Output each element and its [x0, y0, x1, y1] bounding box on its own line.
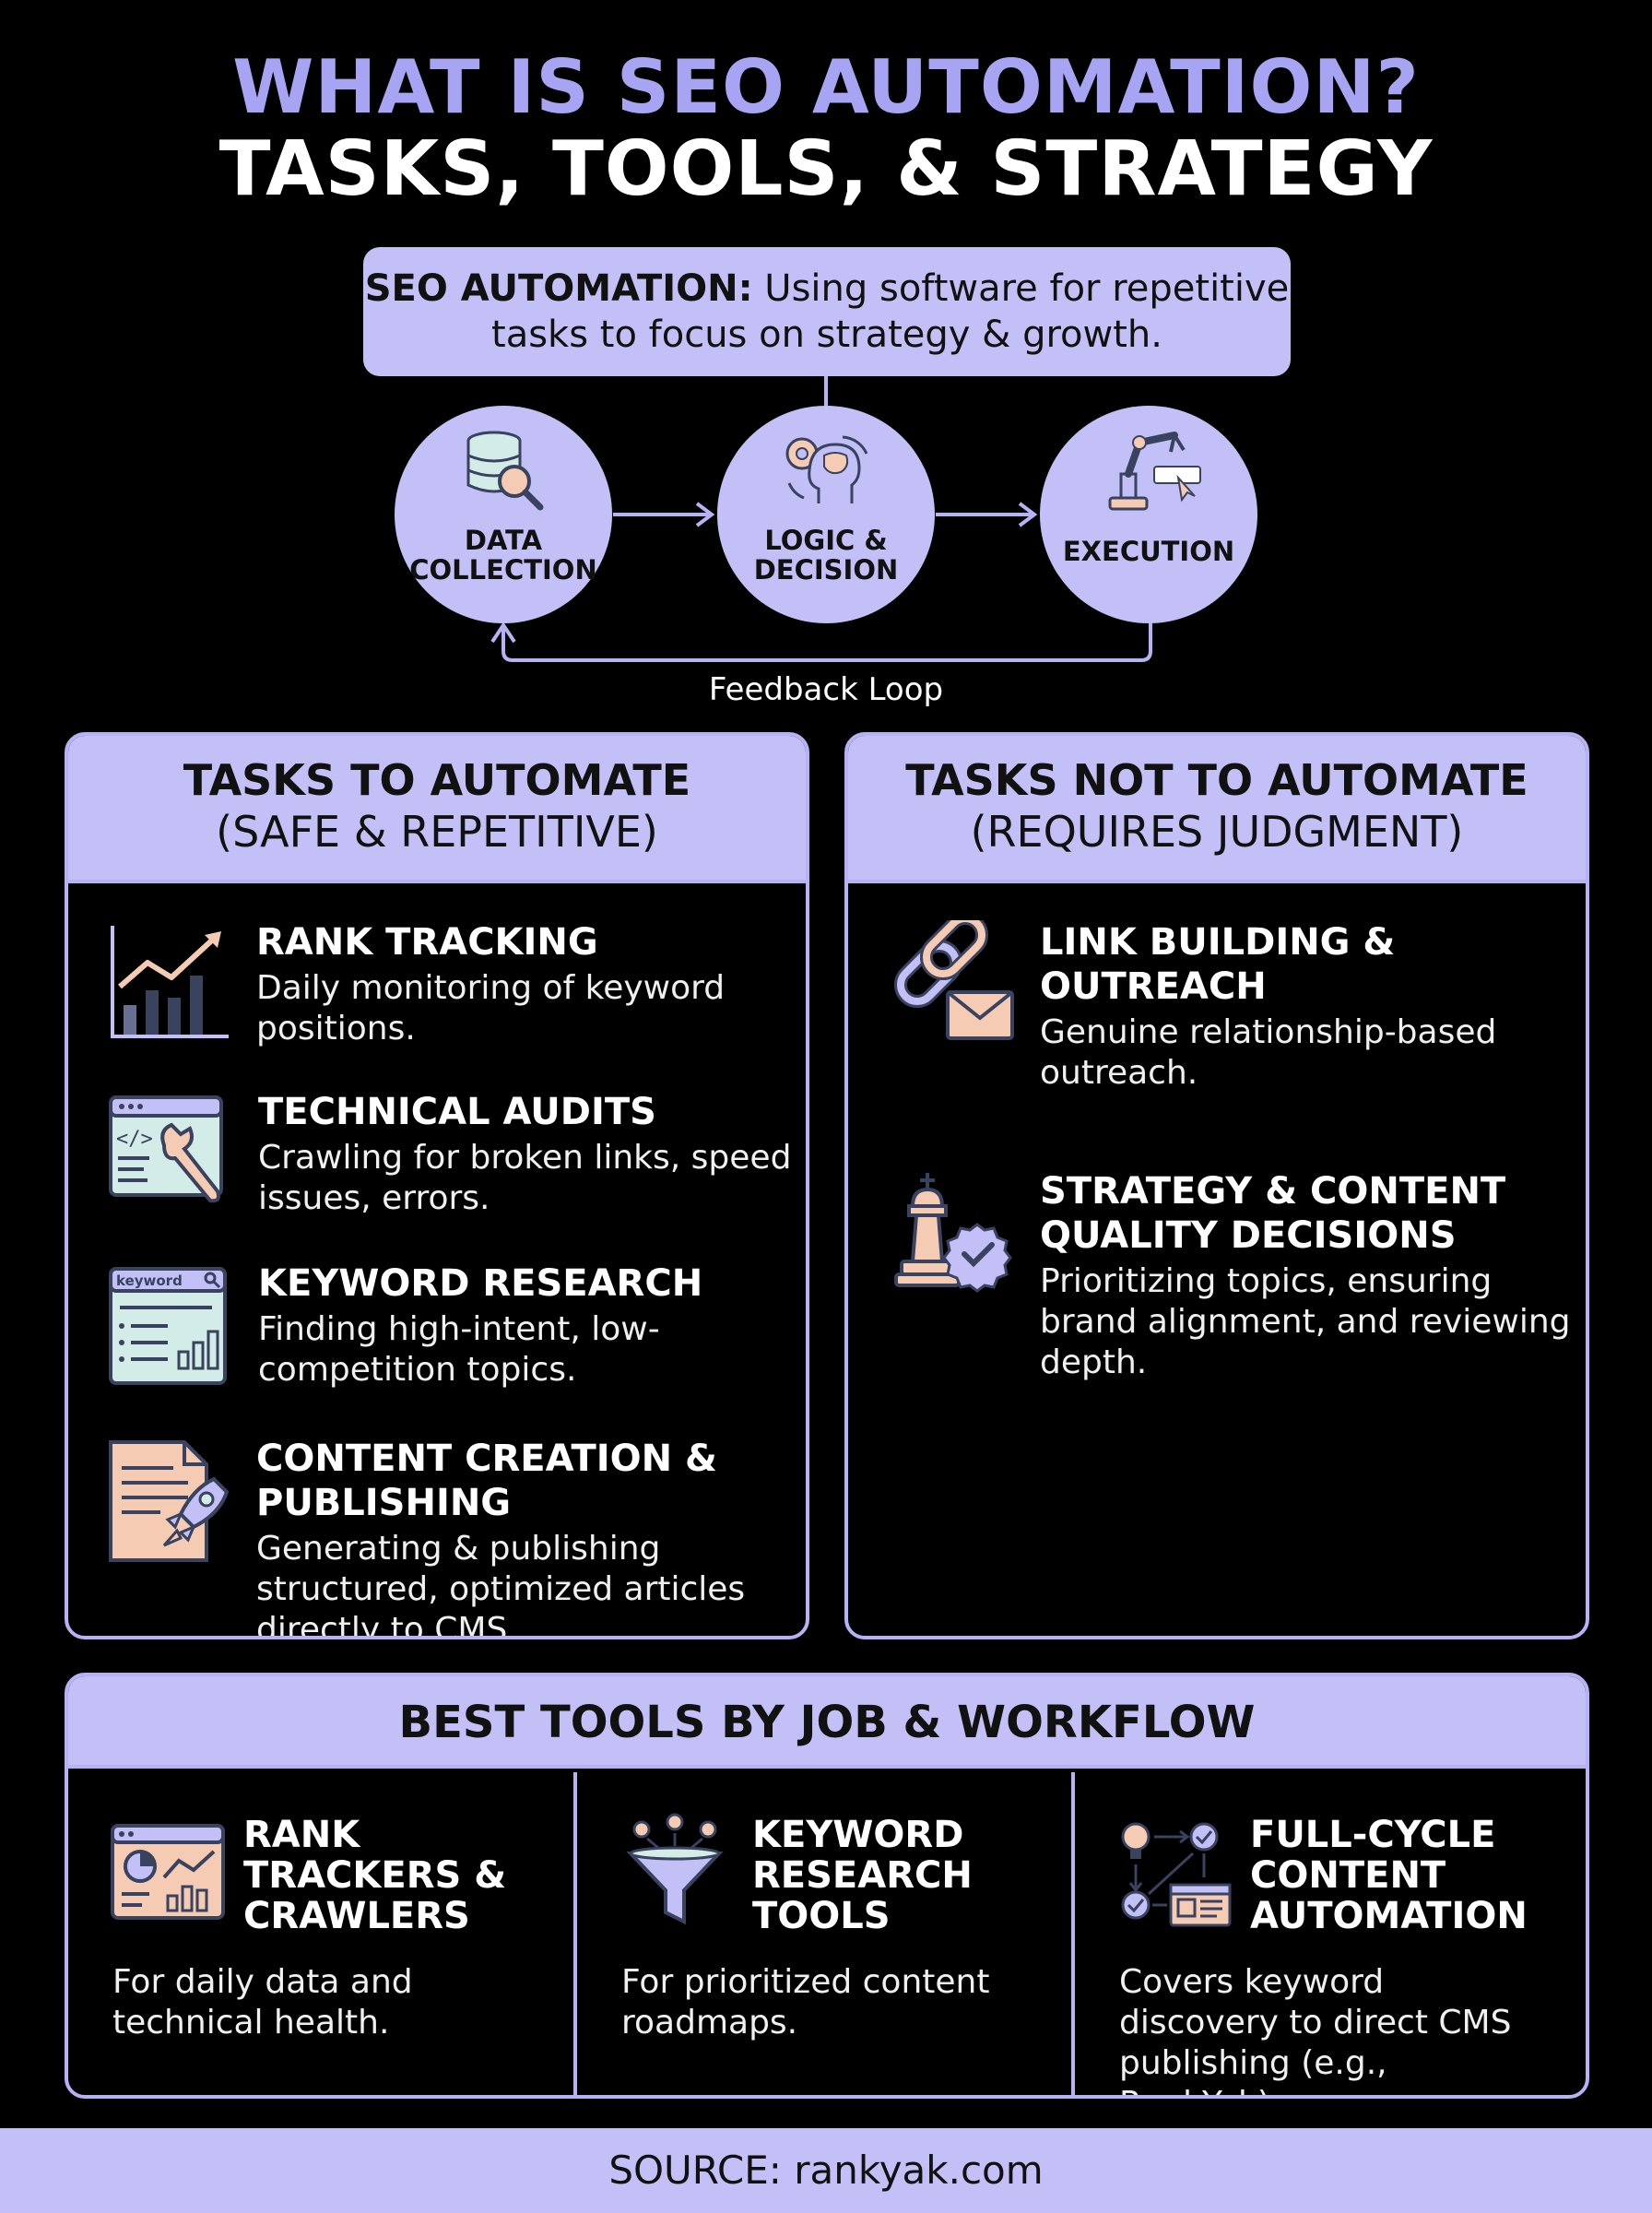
task-description: Crawling for broken links, speed issues,…	[258, 1139, 792, 1217]
page-title: WHAT IS SEO AUTOMATION?	[232, 44, 1420, 130]
workflow-cycle-icon	[1121, 1822, 1232, 1927]
keyword-search-icon: keyword	[109, 1267, 227, 1385]
definition-text: Using software for repetitive tasks to f…	[491, 267, 1290, 356]
svg-text:</>: </>	[116, 1128, 153, 1151]
chain-link-envelope-icon	[893, 920, 1014, 1040]
definition-box: SEO AUTOMATION: Using software for repet…	[363, 247, 1291, 376]
task-description: Daily monitoring of keyword positions.	[256, 969, 726, 1047]
tasks-not-to-automate-panel: TASKS NOT TO AUTOMATE (REQUIRES JUDGMENT…	[844, 732, 1589, 1639]
brain-gears-icon	[785, 435, 868, 503]
chess-king-badge-icon	[894, 1173, 1012, 1293]
best-tools-panel: BEST TOOLS BY JOB & WORKFLOW RANK TRACKE…	[65, 1673, 1589, 2099]
source-footer: SOURCE: rankyak.com	[0, 2128, 1652, 2213]
task-description: Finding high-intent, low-competition top…	[258, 1310, 660, 1389]
task-title: LINK BUILDING & OUTREACH	[1040, 921, 1396, 1008]
task-title: CONTENT CREATION & PUBLISHING	[256, 1438, 717, 1524]
task-description: Prioritizing topics, ensuring brand alig…	[1040, 1262, 1571, 1381]
flow-step-label: DATA COLLECTION	[409, 525, 597, 586]
panel-title: BEST TOOLS BY JOB & WORKFLOW	[68, 1676, 1586, 1769]
task-title: KEYWORD RESEARCH	[258, 1262, 703, 1305]
task-title: TECHNICAL AUDITS	[258, 1091, 656, 1133]
definition-term: SEO AUTOMATION:	[364, 267, 753, 310]
document-rocket-icon	[109, 1440, 230, 1562]
dashboard-chart-icon	[111, 1824, 225, 1920]
svg-text:keyword: keyword	[116, 1272, 183, 1289]
task-description: Generating & publishing structured, opti…	[256, 1530, 746, 1639]
flow-step-data-collection: DATA COLLECTION	[395, 406, 612, 623]
panel-heading: TASKS NOT TO AUTOMATE (REQUIRES JUDGMENT…	[848, 736, 1586, 883]
tool-column-keyword-tools: KEYWORD RESEARCH TOOLS For prioritized c…	[577, 1772, 1075, 2095]
tool-column-rank-trackers: RANK TRACKERS & CRAWLERS For daily data …	[68, 1772, 577, 2095]
code-wrench-icon: </>	[109, 1095, 223, 1203]
tool-description: Covers keyword discovery to direct CMS p…	[1119, 1963, 1512, 2095]
flow-step-execution: EXECUTION	[1040, 406, 1257, 623]
growth-chart-icon	[111, 926, 229, 1038]
database-magnifier-icon	[466, 431, 544, 511]
panel-title: TASKS NOT TO AUTOMATE	[905, 755, 1528, 805]
tool-title: FULL-CYCLE CONTENT AUTOMATION	[1250, 1814, 1528, 1937]
flow-step-label: EXECUTION	[1062, 536, 1235, 567]
tool-column-full-cycle: FULL-CYCLE CONTENT AUTOMATION Covers key…	[1075, 1772, 1586, 2095]
tool-description: For prioritized content roadmaps.	[621, 1963, 990, 2041]
flow-step-label: LOGIC & DECISION	[753, 525, 899, 586]
tool-title: RANK TRACKERS & CRAWLERS	[243, 1814, 507, 1937]
panel-heading: TASKS TO AUTOMATE (SAFE & REPETITIVE)	[68, 736, 806, 883]
feedback-loop-label: Feedback Loop	[708, 671, 944, 708]
panel-title: TASKS TO AUTOMATE	[183, 755, 691, 805]
task-title: STRATEGY & CONTENT QUALITY DECISIONS	[1040, 1170, 1506, 1257]
panel-subtitle: (REQUIRES JUDGMENT)	[970, 807, 1464, 857]
panel-subtitle: (SAFE & REPETITIVE)	[216, 807, 658, 857]
robot-arm-publish-icon	[1108, 432, 1201, 511]
tool-title: KEYWORD RESEARCH TOOLS	[752, 1814, 973, 1937]
tool-description: For daily data and technical health.	[112, 1963, 413, 2041]
tasks-to-automate-panel: TASKS TO AUTOMATE (SAFE & REPETITIVE) RA…	[65, 732, 809, 1639]
funnel-icon	[626, 1813, 724, 1925]
task-title: RANK TRACKING	[256, 921, 598, 964]
page-subtitle: TASKS, TOOLS, & STRATEGY	[218, 125, 1434, 213]
flow-step-logic-decision: LOGIC & DECISION	[717, 406, 935, 623]
task-description: Genuine relationship-based outreach.	[1040, 1013, 1497, 1092]
